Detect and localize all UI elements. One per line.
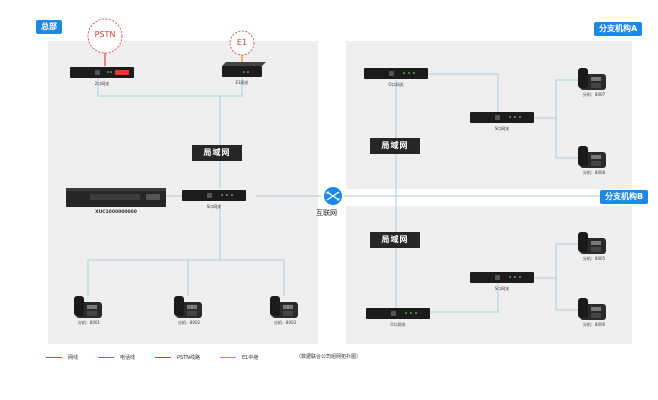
lan-box-hq: 局域网 — [192, 145, 242, 161]
pstn-bubble — [87, 18, 123, 54]
tag-headquarters: 总部 — [36, 20, 62, 34]
diagram-caption: （数据联合公司组网拓扑图） — [296, 354, 362, 360]
legend-swatch-phone — [98, 356, 115, 358]
phone-hq-3 — [270, 296, 298, 318]
legend-swatch-pstn — [155, 356, 172, 358]
ipbx-server — [66, 188, 166, 207]
gateway-a-top — [364, 68, 428, 79]
e1-bubble — [229, 30, 255, 56]
label-phone-hq-3: 分机：8003 — [273, 320, 297, 325]
internet-icon — [324, 187, 342, 205]
label-gw-hq-pstn: 2口网关 — [94, 81, 110, 86]
gateway-a-mid — [470, 112, 534, 123]
legend-item-lan: 网线 — [46, 354, 78, 361]
tag-branch-b: 分支机构B — [600, 190, 649, 204]
legend-item-pstn: PSTN线路 — [155, 354, 200, 361]
tag-branch-a: 分支机构A — [594, 22, 643, 36]
label-gw-hq-e1: E1网关 — [235, 80, 249, 85]
e1-label: E1 — [236, 38, 248, 47]
phone-hq-1 — [74, 296, 102, 318]
legend-swatch-lan — [46, 356, 62, 358]
label-gw-b-bottom: O口网关 — [390, 322, 406, 327]
label-gw-a-mid: S口网关 — [494, 126, 510, 131]
label-ipbx-server: XUC1000000000 — [95, 210, 137, 215]
label-phone-hq-2: 分机：8002 — [177, 320, 201, 325]
phone-a-2 — [578, 146, 606, 168]
phone-hq-2 — [174, 296, 202, 318]
legend-label-phone: 电话线 — [120, 354, 136, 361]
legend-label-e1: E1中继 — [242, 354, 259, 361]
legend-swatch-e1 — [220, 356, 237, 358]
label-phone-b-1: 分机：8005 — [582, 256, 606, 261]
gateway-hq-e1 — [222, 62, 266, 77]
legend-label-pstn: PSTN线路 — [177, 354, 201, 361]
legend: 网线 电话线 PSTN线路 E1中继 — [46, 352, 278, 362]
gateway-b-mid — [470, 272, 534, 283]
label-gw-a-top: O口网关 — [388, 82, 404, 87]
lan-box-a: 局域网 — [370, 138, 420, 154]
label-phone-a-1: 分机：8007 — [582, 92, 606, 97]
phone-a-1 — [578, 68, 606, 90]
label-gw-hq-main: S口网关 — [206, 204, 222, 209]
gateway-hq-main — [182, 190, 246, 201]
phone-b-2 — [578, 298, 606, 320]
pstn-label: PSTN — [94, 30, 116, 39]
gateway-b-bottom — [366, 308, 430, 319]
lan-box-b: 局域网 — [370, 232, 420, 248]
legend-label-lan: 网线 — [68, 354, 79, 361]
legend-item-e1: E1中继 — [220, 354, 258, 361]
network-lines — [87, 73, 622, 313]
phone-b-1 — [578, 232, 606, 254]
legend-item-phone: 电话线 — [98, 354, 135, 361]
internet-label: 互联网 — [316, 209, 337, 217]
label-phone-b-2: 分机：8006 — [582, 322, 606, 327]
label-phone-a-2: 分机：8008 — [582, 170, 606, 175]
label-phone-hq-1: 分机：8001 — [77, 320, 101, 325]
gateway-hq-pstn — [70, 67, 134, 78]
label-gw-b-mid: S口网关 — [494, 286, 510, 291]
